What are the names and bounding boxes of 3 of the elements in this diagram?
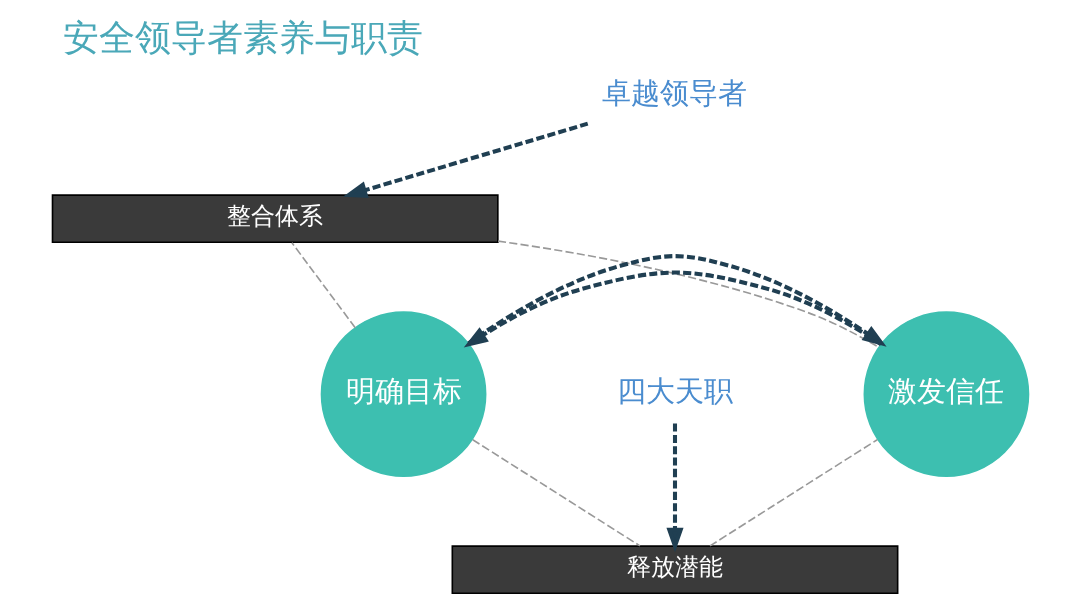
node-text: 四大天职: [616, 374, 733, 409]
node-text: 卓越领导者: [601, 76, 747, 111]
diagram-title: 安全领导者素养与职责: [62, 16, 423, 58]
